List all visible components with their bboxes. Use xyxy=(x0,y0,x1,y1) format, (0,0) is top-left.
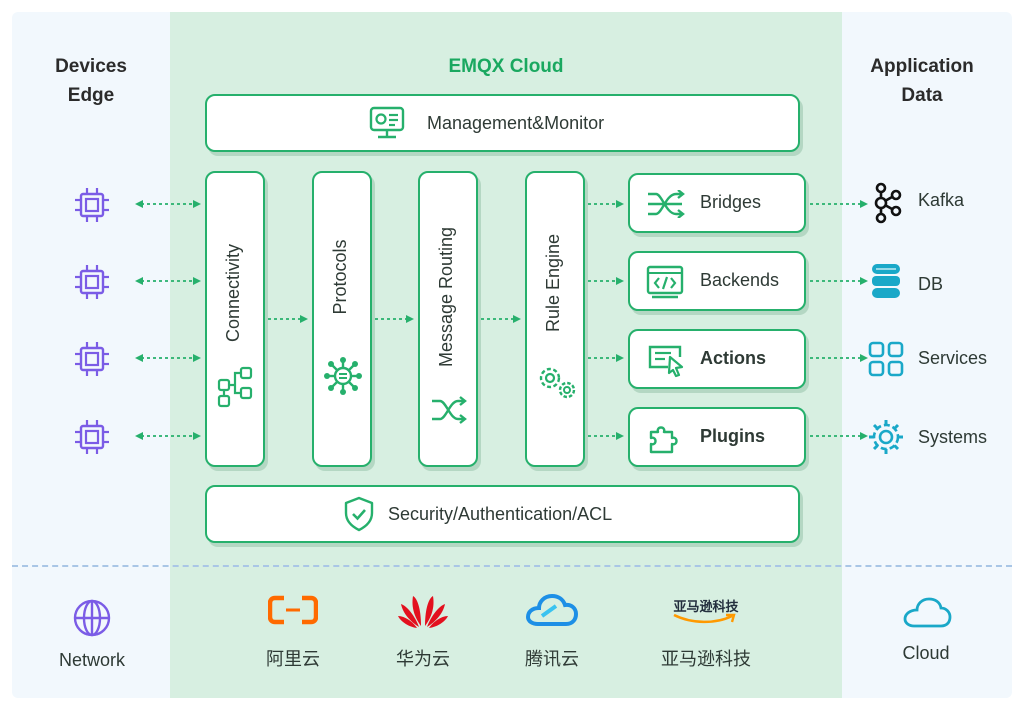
protocols-hub-icon xyxy=(324,357,362,395)
application-title-line2: Data xyxy=(901,85,943,106)
emqx-cloud-title: EMQX Cloud xyxy=(448,56,564,77)
systems-label: Systems xyxy=(918,427,988,447)
chip-icon xyxy=(75,420,109,454)
chip-icon xyxy=(75,188,109,222)
aliyun-logo xyxy=(268,595,318,625)
devices-title-line2: Edge xyxy=(67,85,115,106)
tencent-cloud-logo xyxy=(526,594,578,626)
code-window-icon xyxy=(646,265,684,299)
backends-label: Backends xyxy=(700,270,780,290)
services-grid-icon xyxy=(868,341,904,377)
database-icon xyxy=(872,264,900,298)
actions-box: Actions xyxy=(628,329,806,389)
services-label: Services xyxy=(918,348,988,368)
rule-engine-box: Rule Engine xyxy=(525,171,585,467)
puzzle-plugin-icon xyxy=(649,426,678,454)
chip-icon xyxy=(75,265,109,299)
shuffle-routing-icon xyxy=(432,396,467,424)
tencent-label: 腾讯云 xyxy=(525,649,579,669)
chip-icon xyxy=(75,342,109,376)
connectivity-box: Connectivity xyxy=(205,171,265,467)
protocols-box: Protocols xyxy=(312,171,372,467)
security-box: Security/Authentication/ACL xyxy=(205,485,800,543)
huawei-logo xyxy=(398,596,448,628)
network-topology-icon xyxy=(217,366,253,408)
devices-edge-title: Devices Edge xyxy=(12,52,170,110)
monitor-icon xyxy=(369,106,405,139)
db-label: DB xyxy=(918,274,944,294)
security-label: Security/Authentication/ACL xyxy=(388,504,613,524)
shield-check-icon xyxy=(344,496,374,532)
management-monitor-label: Management&Monitor xyxy=(427,113,605,133)
amazon-logo-text: 亚马逊科技 xyxy=(673,599,739,614)
cloud-label: Cloud xyxy=(902,643,950,663)
section-divider xyxy=(12,565,1012,567)
backends-box: Backends xyxy=(628,251,806,311)
kafka-icon xyxy=(874,182,902,224)
systems-gear-icon xyxy=(869,420,903,454)
management-monitor-box: Management&Monitor xyxy=(205,94,800,152)
aliyun-label: 阿里云 xyxy=(266,649,320,669)
devices-title-line1: Devices xyxy=(55,56,127,77)
gears-icon xyxy=(539,367,576,399)
application-data-title: Application Data xyxy=(842,52,1002,110)
huawei-label: 华为云 xyxy=(396,649,450,669)
plugins-box: Plugins xyxy=(628,407,806,467)
message-routing-box: Message Routing xyxy=(418,171,478,467)
cursor-action-icon xyxy=(648,345,684,378)
bridges-icon xyxy=(648,190,685,218)
bridges-label: Bridges xyxy=(700,192,762,212)
globe-network-icon xyxy=(73,599,111,637)
kafka-label: Kafka xyxy=(918,190,965,210)
amazon-label: 亚马逊科技 xyxy=(661,649,751,669)
amazon-smile-logo xyxy=(673,613,736,624)
actions-label: Actions xyxy=(700,348,767,368)
network-label: Network xyxy=(58,650,125,670)
application-title-line1: Application xyxy=(870,56,974,77)
bridges-box: Bridges xyxy=(628,173,806,233)
plugins-label: Plugins xyxy=(700,426,766,446)
cloud-icon xyxy=(903,597,952,628)
